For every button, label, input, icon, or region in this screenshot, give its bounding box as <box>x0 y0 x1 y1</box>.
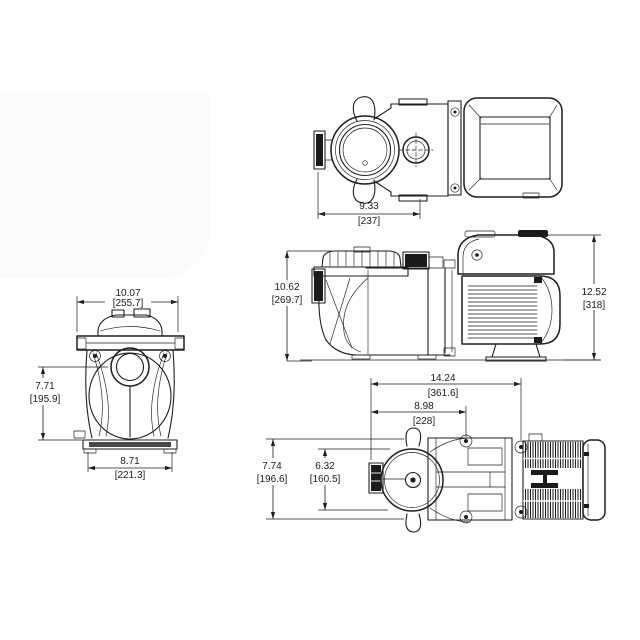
motor-side <box>461 275 561 345</box>
top-view: 9.33 [237] <box>313 96 563 227</box>
lid-front <box>97 308 163 337</box>
pot-body-side <box>318 259 456 360</box>
motor-flange-top <box>447 100 462 196</box>
dim-value-mm: [221.3] <box>115 470 146 481</box>
side-view: 10.62 [269.7] 12.52 [318] <box>267 230 615 362</box>
dim-front-base-width: 8.71 [221.3] <box>87 452 173 481</box>
motor-pedestal-side <box>485 343 547 362</box>
dim-value-in: 12.52 <box>581 287 606 298</box>
dim-front-centerline-height: 7.71 [195.9] <box>26 366 108 441</box>
dim-value-mm: [255.7] <box>113 298 144 309</box>
dim-value-mm: [160.5] <box>310 474 341 485</box>
dim-side-pot-height: 10.62 [269.7] <box>267 250 332 362</box>
inlet-port-top <box>313 130 333 170</box>
dim-value-mm: [196.6] <box>257 474 288 485</box>
bottom-view: 14.24 [361.6] 8.98 [228] 7.74 [196.6] <box>252 373 606 533</box>
suction-port-front <box>110 347 150 438</box>
dim-value-mm: [361.6] <box>428 388 459 399</box>
pot-bottom <box>380 427 471 533</box>
drive-cover-side <box>457 230 555 275</box>
front-view: 10.07 [255.7] 7.71 [195.9] 8.71 [221.3] <box>26 288 185 481</box>
base-front <box>82 439 178 454</box>
dim-value-in: 7.74 <box>262 461 282 472</box>
dim-value-mm: [195.9] <box>30 394 61 405</box>
dim-value-in: 9.33 <box>359 201 379 212</box>
dim-bottom-bolt-width: 6.32 [160.5] <box>305 448 390 511</box>
dim-bottom-overall-width: 7.74 [196.6] <box>252 438 404 520</box>
watermark-shade <box>0 92 210 278</box>
discharge-port-side <box>402 251 444 270</box>
pump-body-top <box>373 98 449 202</box>
dim-value-mm: [237] <box>358 216 380 227</box>
inlet-port-bottom <box>368 462 406 494</box>
dim-value-mm: [269.7] <box>272 295 303 306</box>
clamp-ring-front <box>76 335 185 351</box>
dim-top-width: 9.33 [237] <box>317 172 421 227</box>
dim-value-in: 10.07 <box>115 288 140 299</box>
dim-value-in: 8.71 <box>120 456 140 467</box>
dim-value-in: 10.62 <box>274 282 299 293</box>
dim-value-mm: [228] <box>413 416 435 427</box>
dim-value-in: 8.98 <box>414 401 434 412</box>
strainer-lid-top <box>330 96 400 204</box>
dim-bottom-overall-length: 14.24 [361.6] <box>370 373 522 460</box>
dim-value-mm: [318] <box>583 300 605 311</box>
motor-top <box>463 97 563 199</box>
dim-bottom-bolt-length: 8.98 [228] <box>371 401 467 437</box>
dim-side-overall-height: 12.52 [318] <box>520 234 615 361</box>
dim-value-in: 7.71 <box>35 381 55 392</box>
motor-bottom <box>522 433 606 521</box>
strainer-lid-side <box>313 246 409 277</box>
dim-value-in: 6.32 <box>315 461 335 472</box>
bracket-bottom <box>427 434 528 524</box>
dim-value-in: 14.24 <box>430 373 455 384</box>
dim-front-overall-width: 10.07 [255.7] <box>76 288 179 332</box>
pot-front <box>73 349 175 440</box>
